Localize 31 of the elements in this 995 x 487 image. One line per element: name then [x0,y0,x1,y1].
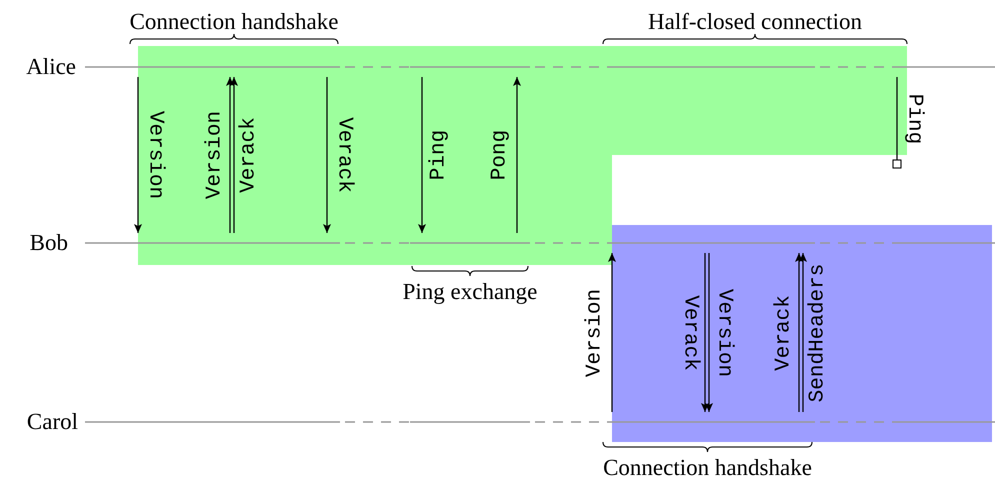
arrow [226,77,234,233]
brace-label: Connection handshake [603,455,812,481]
message-label: Version [712,288,736,377]
message-label: Verack [678,294,702,370]
message-label: Ping [428,130,450,180]
message-label: Pong [488,130,512,180]
arrow [418,77,426,233]
message-label: SendHeaders [806,263,830,402]
participant-name: Bob [30,229,68,257]
message-label: Verack [332,117,356,193]
brace-label: Connection handshake [130,9,338,35]
lost-message-line [892,77,902,168]
message-label: Verack [772,294,796,370]
arrow [799,253,807,412]
participant-name: Carol [26,408,78,436]
arrow [323,77,331,233]
message-label: Version [144,110,166,200]
message-label: Ping [902,93,926,144]
arrow [230,77,238,233]
brace-label: Ping exchange [402,279,538,305]
arrow [513,77,521,233]
brace-label: Half-closed connection [648,9,862,35]
participant-name: Alice [26,53,76,81]
arrow [795,253,803,412]
arrow [705,253,713,412]
message-label: Version [584,288,606,377]
message-label: Verack [238,117,260,193]
arrow [134,77,142,233]
arrow [701,253,709,412]
arrow [608,253,616,412]
message-label: Version [204,110,226,200]
